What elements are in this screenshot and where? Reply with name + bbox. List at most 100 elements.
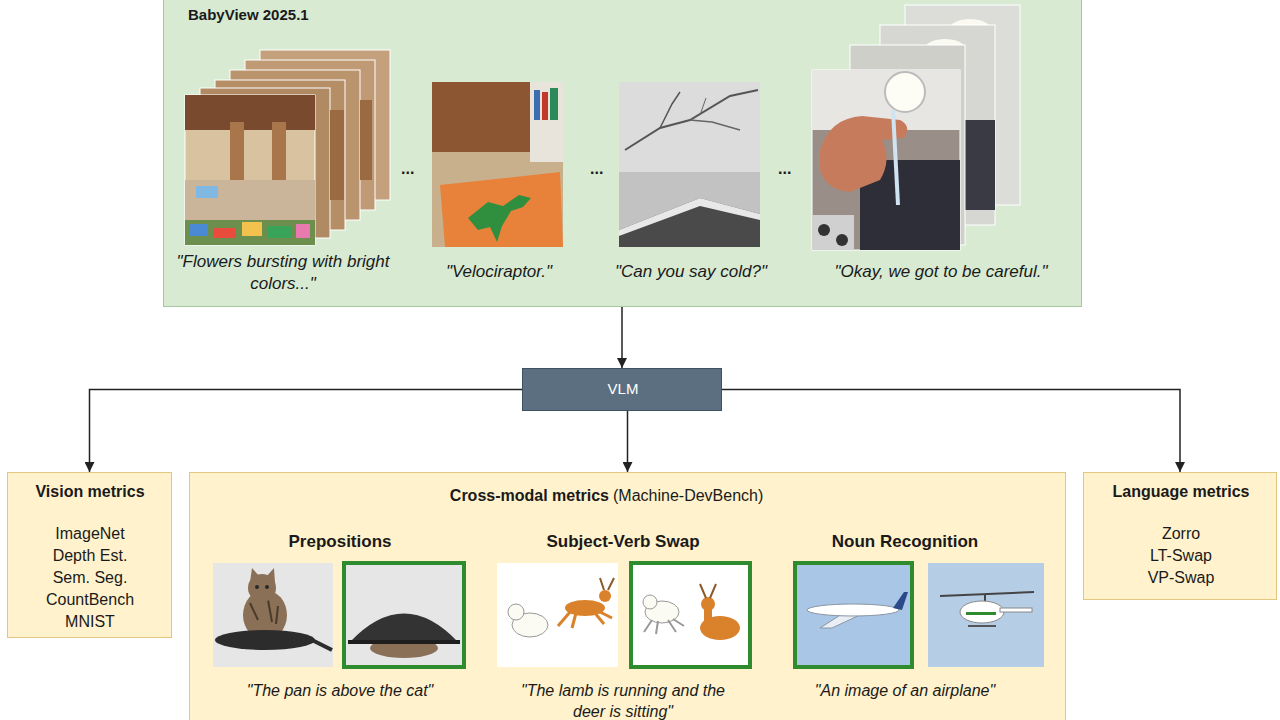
photo-stack-room-part (260, 50, 390, 200)
lamb-sitting-deer-running-picture-part (508, 604, 524, 620)
photo-stack-room-part (230, 70, 360, 220)
photo-stack-room-part (330, 110, 344, 200)
model-name: VLM (528, 379, 718, 399)
flow-arrow (621, 307, 623, 368)
photo-stack-room-part (185, 95, 315, 130)
photo-dinosaur-book-part (542, 92, 548, 120)
airplane-picture-part (795, 563, 912, 667)
photo-stack-lamp-part (818, 224, 830, 236)
task-title: Subject-Verb Swap (493, 531, 753, 553)
photo-snow-window-part (660, 92, 680, 128)
photo-stack-lamp-part (820, 116, 907, 192)
metric-name: Sem. Seg. (15, 567, 165, 588)
airplane-picture-part (795, 563, 912, 667)
dataset-box: BabyView 2025.1 "Flowers bursting with br… (163, 0, 1082, 307)
helicopter-picture-part (960, 601, 1004, 623)
photo-snow-window-part (619, 198, 760, 247)
photo-stack-lamp (812, 5, 1020, 250)
example-caption: "The pan is above the cat" (220, 680, 460, 701)
photo-stack-room-part (185, 220, 315, 245)
photo-stack-room (185, 50, 390, 245)
example-caption: "The lamb is running and the deer is sit… (516, 680, 731, 720)
photo-stack-lamp-part (850, 45, 965, 245)
helicopter-picture-part (966, 612, 996, 615)
photo-dinosaur-book-part (440, 172, 563, 247)
pan-cat-picture-part (243, 590, 287, 640)
lamb-running-deer-sitting-picture-part (700, 584, 716, 598)
flow-arrow (722, 390, 1180, 473)
photo-stack-room-part (272, 122, 286, 190)
photo-stack-room-part (296, 224, 310, 238)
photo-dinosaur-book-part (432, 82, 563, 247)
dataset-title: BabyView 2025.1 (188, 5, 488, 25)
helicopter-picture-part (1000, 608, 1032, 612)
photo-stack-room-part (242, 222, 262, 236)
utterance-caption: "Can you say cold?" (591, 261, 791, 283)
photo-stack-room-part (185, 180, 315, 220)
photo-snow-window-part (619, 198, 760, 236)
photo-stack-lamp-part (950, 19, 990, 37)
photo-snow-window-part (700, 98, 706, 115)
photo-stack-lamp-part (812, 215, 854, 250)
lamb-running-deer-sitting-picture-part (644, 619, 684, 634)
photo-stack-room-part (200, 88, 330, 238)
airplane-picture-part (807, 604, 899, 616)
photo-stack-lamp-part (860, 160, 960, 250)
photo-stack-lamp-part (836, 234, 848, 246)
photo-stack-lamp-part (812, 70, 960, 130)
lamb-running-deer-sitting-picture (631, 563, 750, 667)
flow-arrow (90, 390, 523, 473)
lamb-running-deer-sitting-picture-part (700, 616, 740, 640)
photo-stack-lamp-part (925, 39, 965, 57)
task-title: Noun Recognition (775, 531, 1035, 553)
photo-stack-room-part (360, 100, 372, 180)
lamb-sitting-deer-running-picture-part (497, 563, 618, 667)
helicopter-picture (928, 563, 1044, 667)
metric-name: ImageNet (15, 523, 165, 544)
photo-dinosaur-book-part (550, 88, 558, 120)
model-box: VLM (522, 368, 722, 411)
photo-stack-room-part (268, 226, 292, 238)
photo-snow-window (619, 82, 760, 247)
pan-cat-picture (213, 563, 333, 667)
photo-dinosaur-book-part (468, 195, 531, 242)
metric-name: VP-Swap (1096, 567, 1266, 588)
lamb-running-deer-sitting-picture-part (704, 608, 712, 624)
photo-stack-lamp-part (905, 5, 1020, 205)
metric-name: CountBench (15, 589, 165, 610)
lamb-sitting-deer-running-picture (497, 563, 618, 667)
group-title: Language metrics (1089, 481, 1274, 502)
helicopter-picture-part (968, 625, 996, 627)
photo-dinosaur-book-part (432, 82, 563, 152)
pan-cat-picture-part (312, 640, 332, 650)
metric-name: Depth Est. (15, 545, 165, 566)
photo-snow-window-part (619, 82, 760, 247)
example-caption: "An image of an airplane" (785, 680, 1025, 701)
pan-over-cat-picture-part (348, 640, 460, 644)
metric-name: Zorro (1096, 523, 1266, 544)
pan-over-cat-picture-part (350, 614, 458, 643)
airplane-picture (795, 563, 912, 667)
photo-dinosaur-book-part (530, 82, 563, 162)
utterance-caption: "Flowers bursting with bright colors..." (176, 251, 391, 296)
lamb-sitting-deer-running-picture-part (565, 600, 605, 616)
photo-stack-room-part (245, 60, 375, 210)
photo-stack-lamp-part (893, 110, 898, 205)
photo-stack-lamp-part (885, 72, 925, 112)
helicopter-picture-part (984, 594, 986, 602)
photo-stack-room-part (215, 80, 345, 230)
photo-snow-window-part (625, 90, 758, 150)
metric-group-box: Vision metricsImageNetDepth Est.Sem. Seg… (7, 472, 172, 638)
pan-over-cat-picture (344, 563, 464, 667)
lamb-sitting-deer-running-picture-part (599, 590, 611, 602)
lamb-running-deer-sitting-picture-part (643, 595, 657, 609)
ellipsis-mark: ... (590, 160, 603, 178)
lamb-sitting-deer-running-picture-part (512, 613, 548, 637)
airplane-picture-part (820, 612, 862, 628)
metric-name: MNIST (15, 611, 165, 632)
metric-group-box: Cross-modal metrics(Machine-DevBench)Pre… (189, 472, 1066, 720)
photo-stack-lamp-part (880, 25, 995, 225)
